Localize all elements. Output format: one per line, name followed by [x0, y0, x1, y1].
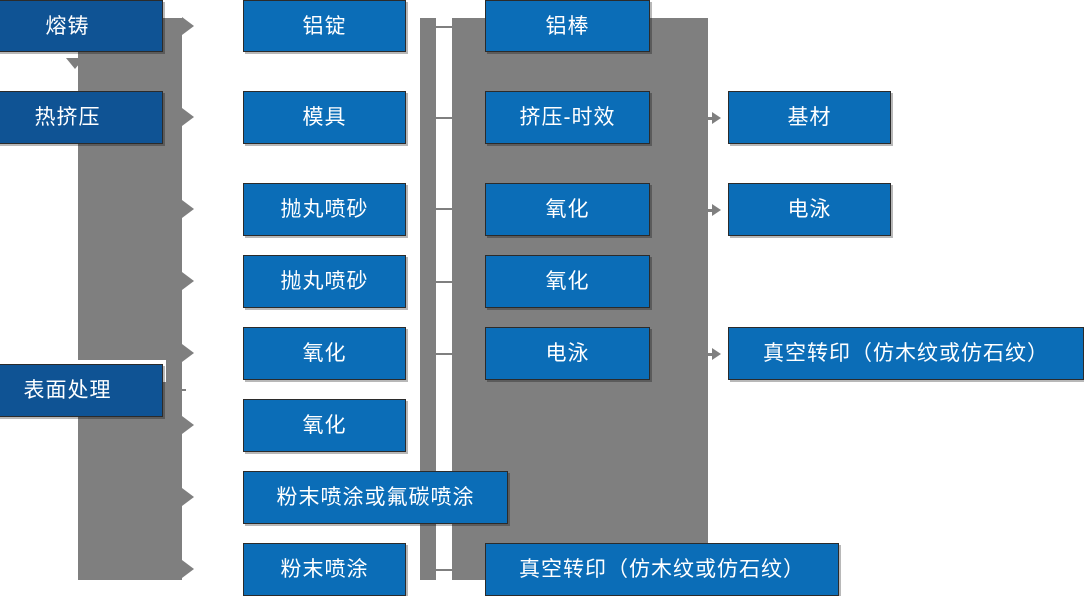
- stage-down-arrow-icon: [66, 58, 84, 69]
- col1-box-shot-blasting-2[interactable]: 抛丸喷砂: [243, 255, 406, 308]
- stage-box-hot-extrusion[interactable]: 热挤压: [0, 91, 163, 144]
- right-arrow-row-1: [712, 112, 721, 124]
- col3-box-base-material-label: 基材: [787, 106, 832, 129]
- col1-box-powder-or-fluorocarbon-coating[interactable]: 粉末喷涂或氟碳喷涂: [243, 471, 508, 524]
- middle-stub-1: [436, 26, 453, 28]
- col3-box-electrophoresis-label: 电泳: [787, 198, 832, 221]
- middle-connector-bar-left: [420, 18, 436, 500]
- middle-stub-6: [436, 569, 453, 571]
- col1-box-mold-label: 模具: [302, 106, 347, 129]
- col1-box-shot-blasting-2-label: 抛丸喷砂: [280, 270, 369, 293]
- col1-box-aluminum-ingot-label: 铝锭: [302, 14, 347, 38]
- col2-box-aluminum-rod-label: 铝棒: [545, 14, 590, 38]
- col1-box-powder-or-fluorocarbon-coating-label: 粉末喷涂或氟碳喷涂: [276, 486, 475, 509]
- left-arrow-row-8: [182, 560, 194, 578]
- left-arrow-row-4: [182, 272, 194, 290]
- middle-stub-3: [436, 208, 453, 210]
- left-arrow-row-3: [182, 200, 194, 218]
- col2-box-oxidation-1[interactable]: 氧化: [485, 183, 650, 236]
- col2-box-oxidation-2-label: 氧化: [545, 270, 590, 293]
- stage-box-melting-label: 熔铸: [45, 14, 90, 38]
- col1-box-oxidation-2[interactable]: 氧化: [243, 399, 406, 452]
- col1-box-powder-coating[interactable]: 粉末喷涂: [243, 543, 406, 596]
- col1-box-shot-blasting-1-label: 抛丸喷砂: [280, 198, 369, 221]
- col2-box-electrophoresis[interactable]: 电泳: [485, 327, 650, 380]
- left-arrow-row-5: [182, 344, 194, 362]
- right-arrow-line-2: [700, 209, 714, 212]
- right-arrow-row-3: [712, 348, 721, 360]
- col1-box-mold[interactable]: 模具: [243, 91, 406, 144]
- middle-stub-4: [436, 281, 453, 283]
- col1-box-shot-blasting-1[interactable]: 抛丸喷砂: [243, 183, 406, 236]
- right-connector-bar: [650, 18, 708, 580]
- col1-box-aluminum-ingot[interactable]: 铝锭: [243, 0, 406, 52]
- surface-treatment-stub: [162, 389, 186, 391]
- left-arrow-row-1: [182, 17, 194, 35]
- col2-box-extrusion-aging-label: 挤压-时效: [519, 106, 616, 129]
- left-arrow-row-6: [182, 416, 194, 434]
- col2-box-aluminum-rod[interactable]: 铝棒: [485, 0, 650, 52]
- left-arrow-row-7: [182, 488, 194, 506]
- middle-stub-2: [436, 117, 453, 119]
- right-arrow-line-3: [700, 353, 714, 356]
- right-arrow-line-1: [700, 117, 714, 120]
- stage-box-melting[interactable]: 熔铸: [0, 0, 163, 52]
- col1-box-oxidation-1[interactable]: 氧化: [243, 327, 406, 380]
- stage-box-surface-treatment-label: 表面处理: [23, 379, 112, 402]
- col1-box-oxidation-2-label: 氧化: [302, 414, 347, 437]
- col3-box-electrophoresis[interactable]: 电泳: [728, 183, 891, 236]
- col3-box-base-material[interactable]: 基材: [728, 91, 891, 144]
- col2-box-oxidation-2[interactable]: 氧化: [485, 255, 650, 308]
- col2-box-electrophoresis-label: 电泳: [545, 342, 590, 365]
- middle-connector-bar-left-lower: [420, 512, 436, 580]
- left-arrow-row-2: [182, 108, 194, 126]
- middle-stub-5: [436, 353, 453, 355]
- stage-box-hot-extrusion-label: 热挤压: [34, 106, 101, 129]
- col2-box-vacuum-transfer-printing-label: 真空转印（仿木纹或仿石纹）: [519, 558, 805, 581]
- col2-box-oxidation-1-label: 氧化: [545, 198, 590, 221]
- col2-box-extrusion-aging[interactable]: 挤压-时效: [485, 91, 650, 144]
- right-arrow-row-2: [712, 204, 721, 216]
- col3-box-vacuum-transfer-printing-label: 真空转印（仿木纹或仿石纹）: [763, 342, 1049, 365]
- col1-box-oxidation-1-label: 氧化: [302, 342, 347, 365]
- col1-box-powder-coating-label: 粉末喷涂: [280, 558, 369, 581]
- col2-box-vacuum-transfer-printing[interactable]: 真空转印（仿木纹或仿石纹）: [485, 543, 839, 596]
- stage-box-surface-treatment[interactable]: 表面处理: [0, 364, 163, 417]
- col3-box-vacuum-transfer-printing[interactable]: 真空转印（仿木纹或仿石纹）: [728, 327, 1084, 380]
